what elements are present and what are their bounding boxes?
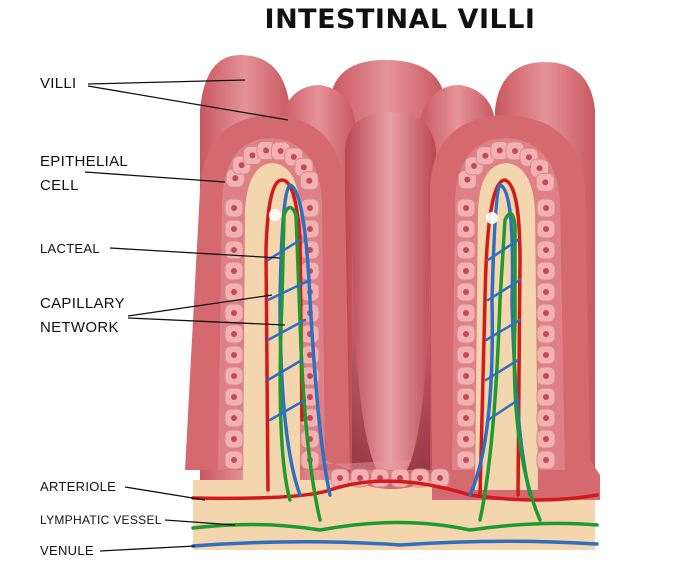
arteriole <box>191 479 599 502</box>
vessels <box>191 178 599 548</box>
cell-nucleus <box>543 331 549 337</box>
diagram-title: INTESTINAL VILLI <box>264 4 536 35</box>
cell-nucleus <box>543 373 549 379</box>
cell-nucleus <box>231 226 237 232</box>
cell-nucleus <box>231 268 237 274</box>
lymphatic-vessel <box>191 520 599 532</box>
cell-nucleus <box>277 147 284 154</box>
cell-nucleus <box>543 352 549 358</box>
left-lacteal <box>278 205 322 522</box>
cell-nucleus <box>307 352 313 358</box>
left-vein <box>278 183 332 497</box>
cell-nucleus <box>543 268 549 274</box>
cell-nucleus <box>525 154 532 161</box>
cell-nucleus <box>307 205 313 211</box>
cell-nucleus <box>463 394 469 400</box>
cell-nucleus <box>463 310 469 316</box>
cell-nucleus <box>231 331 237 337</box>
cell-nucleus <box>337 475 343 481</box>
cell-nucleus <box>231 436 237 442</box>
label-cell: CELL <box>40 177 79 194</box>
cell-nucleus <box>307 226 313 232</box>
right-artery <box>478 178 522 497</box>
cell-nucleus <box>536 165 543 172</box>
cell-nucleus <box>463 289 469 295</box>
cell-nucleus <box>464 176 471 183</box>
cell-nucleus <box>543 436 549 442</box>
cell-nucleus <box>482 152 489 159</box>
label-capillary: CAPILLARY <box>40 295 125 312</box>
cell-nucleus <box>543 394 549 400</box>
cell-nucleus <box>463 373 469 379</box>
cell-nucleus <box>231 394 237 400</box>
cell-nucleus <box>249 152 256 159</box>
cell-nucleus <box>263 147 270 154</box>
cell-nucleus <box>543 415 549 421</box>
left-capillaries <box>266 238 312 422</box>
cell-nucleus <box>463 268 469 274</box>
cell-nucleus <box>463 205 469 211</box>
highlight <box>269 209 281 221</box>
label-venule: VENULE <box>40 543 94 558</box>
crypt <box>352 250 430 485</box>
cell-nucleus <box>496 147 503 154</box>
cell-nucleus <box>511 148 518 155</box>
label-lacteal: LACTEAL <box>40 241 100 256</box>
label-villi: VILLI <box>40 75 77 92</box>
label-epithelial: EPITHELIAL <box>40 153 129 170</box>
cell-nucleus <box>307 373 313 379</box>
cell-nucleus <box>231 352 237 358</box>
cell-nucleus <box>238 162 245 169</box>
highlight <box>486 212 498 224</box>
leader-lines <box>84 79 289 552</box>
cell-nucleus <box>231 310 237 316</box>
cell-nucleus <box>357 475 363 481</box>
venule <box>191 539 599 548</box>
cell-nucleus <box>231 205 237 211</box>
cell-nucleus <box>543 205 549 211</box>
right-capillaries <box>484 238 522 422</box>
cell-nucleus <box>231 247 237 253</box>
cell-nucleus <box>463 247 469 253</box>
cell-nucleus <box>231 373 237 379</box>
cell-nucleus <box>471 162 478 169</box>
cell-nucleus <box>300 164 307 171</box>
label-arteriole: ARTERIOLE <box>40 479 117 494</box>
cell-nucleus <box>290 153 297 160</box>
cell-nucleus <box>543 457 549 463</box>
central-villus <box>345 112 436 480</box>
cell-nucleus <box>463 352 469 358</box>
cell-nucleus <box>543 310 549 316</box>
cell-nucleus <box>306 177 313 184</box>
cell-nucleus <box>543 247 549 253</box>
cell-nucleus <box>307 394 313 400</box>
label-network: NETWORK <box>40 319 119 336</box>
cell-nucleus <box>231 289 237 295</box>
cell-nucleus <box>417 475 423 481</box>
cell-nucleus <box>543 289 549 295</box>
label-lymphatic-vessel: LYMPHATIC VESSEL <box>40 513 162 527</box>
cell-nucleus <box>463 331 469 337</box>
cell-nucleus <box>543 226 549 232</box>
cell-nucleus <box>463 226 469 232</box>
cell-nucleus <box>397 475 403 481</box>
cell-nucleus <box>463 415 469 421</box>
cell-nucleus <box>232 175 239 182</box>
cell-nucleus <box>463 436 469 442</box>
cell-nucleus <box>231 415 237 421</box>
cell-nucleus <box>307 415 313 421</box>
right-lacteal <box>478 211 542 522</box>
cell-nucleus <box>542 179 549 186</box>
cell-nucleus <box>437 475 443 481</box>
cell-nucleus <box>231 457 237 463</box>
cell-nucleus <box>463 457 469 463</box>
